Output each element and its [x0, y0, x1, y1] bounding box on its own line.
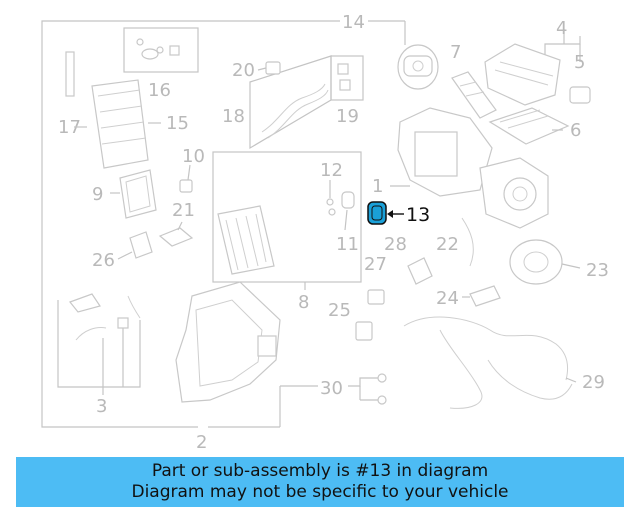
callout-14: 14: [342, 12, 365, 33]
callout-5: 5: [574, 52, 585, 73]
part-26-icon: [129, 231, 153, 259]
callout-11: 11: [336, 234, 359, 255]
part-11-icon: [341, 191, 355, 209]
banner-line-disclaimer: Diagram may not be specific to your vehi…: [131, 482, 509, 502]
callout-20: 20: [232, 60, 255, 81]
callout-4: 4: [556, 18, 567, 39]
callout-labels: 1 2 3 4 5 6 7 8 9 10 11 12 13 14 15 16 1…: [58, 12, 609, 453]
part-30-icon: [377, 373, 387, 405]
callout-19: 19: [336, 106, 359, 127]
part-16-icon: [136, 38, 180, 60]
part-6-icon: [488, 107, 570, 145]
part-29-harness-icon: [403, 316, 573, 409]
bracket-lines: [41, 20, 581, 428]
part-27-icon: [367, 289, 385, 305]
part-7-icon: [451, 71, 497, 119]
part-19-icon: [337, 63, 351, 91]
part-20-icon: [265, 61, 281, 75]
part-4-icon: [484, 43, 561, 106]
part-25-icon: [355, 321, 373, 341]
callout-17: 17: [58, 117, 81, 138]
callout-1: 1: [372, 176, 383, 197]
part-23-icon: [509, 239, 563, 285]
part-2-icon: [175, 281, 281, 403]
part-18-icon: [261, 83, 329, 139]
part-1-icon: [397, 107, 549, 229]
parts-diagram: 1 2 3 4 5 6 7 8 9 10 11 12 13 14 15 16 1…: [41, 12, 609, 453]
leader-lines: [74, 67, 581, 383]
callout-10: 10: [182, 146, 205, 167]
part-19-box: [330, 55, 364, 101]
callout-16: 16: [148, 80, 171, 101]
callout-6: 6: [570, 120, 581, 141]
part-22-icon: [461, 217, 474, 267]
part-12-icon: [326, 198, 336, 216]
info-banner: Part or sub-assembly is #13 in diagram D…: [16, 457, 624, 507]
callout-9: 9: [92, 184, 103, 205]
callout-23: 23: [586, 260, 609, 281]
part-28-icon: [407, 257, 433, 285]
callout-2: 2: [196, 432, 207, 453]
callout-7: 7: [450, 42, 461, 63]
part-17-icon: [65, 51, 75, 97]
part-14-icon: [397, 44, 439, 90]
part-8-evaporator-icon: [217, 205, 275, 275]
callout-24: 24: [436, 288, 459, 309]
callout-28: 28: [384, 234, 407, 255]
callout-30: 30: [320, 378, 343, 399]
callout-13-highlighted: 13: [406, 204, 430, 226]
part-10-icon: [179, 179, 193, 193]
part-16-box: [123, 27, 199, 73]
part-9-icon: [119, 169, 157, 219]
callout-25: 25: [328, 300, 351, 321]
part-18-box: [249, 55, 332, 150]
callout-8: 8: [298, 292, 309, 313]
banner-line-part: Part or sub-assembly is #13 in diagram: [151, 461, 489, 481]
callout-12: 12: [320, 160, 343, 181]
callout-27: 27: [364, 254, 387, 275]
callout-18: 18: [222, 106, 245, 127]
part-5-icon: [569, 86, 591, 104]
part-21-icon: [158, 227, 194, 247]
part-3-icon: [69, 293, 141, 341]
part-13-highlighted-icon: [367, 201, 387, 225]
part-15-icon: [91, 79, 149, 169]
callout-22: 22: [436, 234, 459, 255]
callout-29: 29: [582, 372, 605, 393]
callout-3: 3: [96, 396, 107, 417]
part-24-icon: [469, 285, 501, 307]
callout-21: 21: [172, 200, 195, 221]
callout-15: 15: [166, 113, 189, 134]
callout-26: 26: [92, 250, 115, 271]
part-13-arrow-icon: [387, 210, 393, 218]
part-8-box: [212, 151, 362, 283]
